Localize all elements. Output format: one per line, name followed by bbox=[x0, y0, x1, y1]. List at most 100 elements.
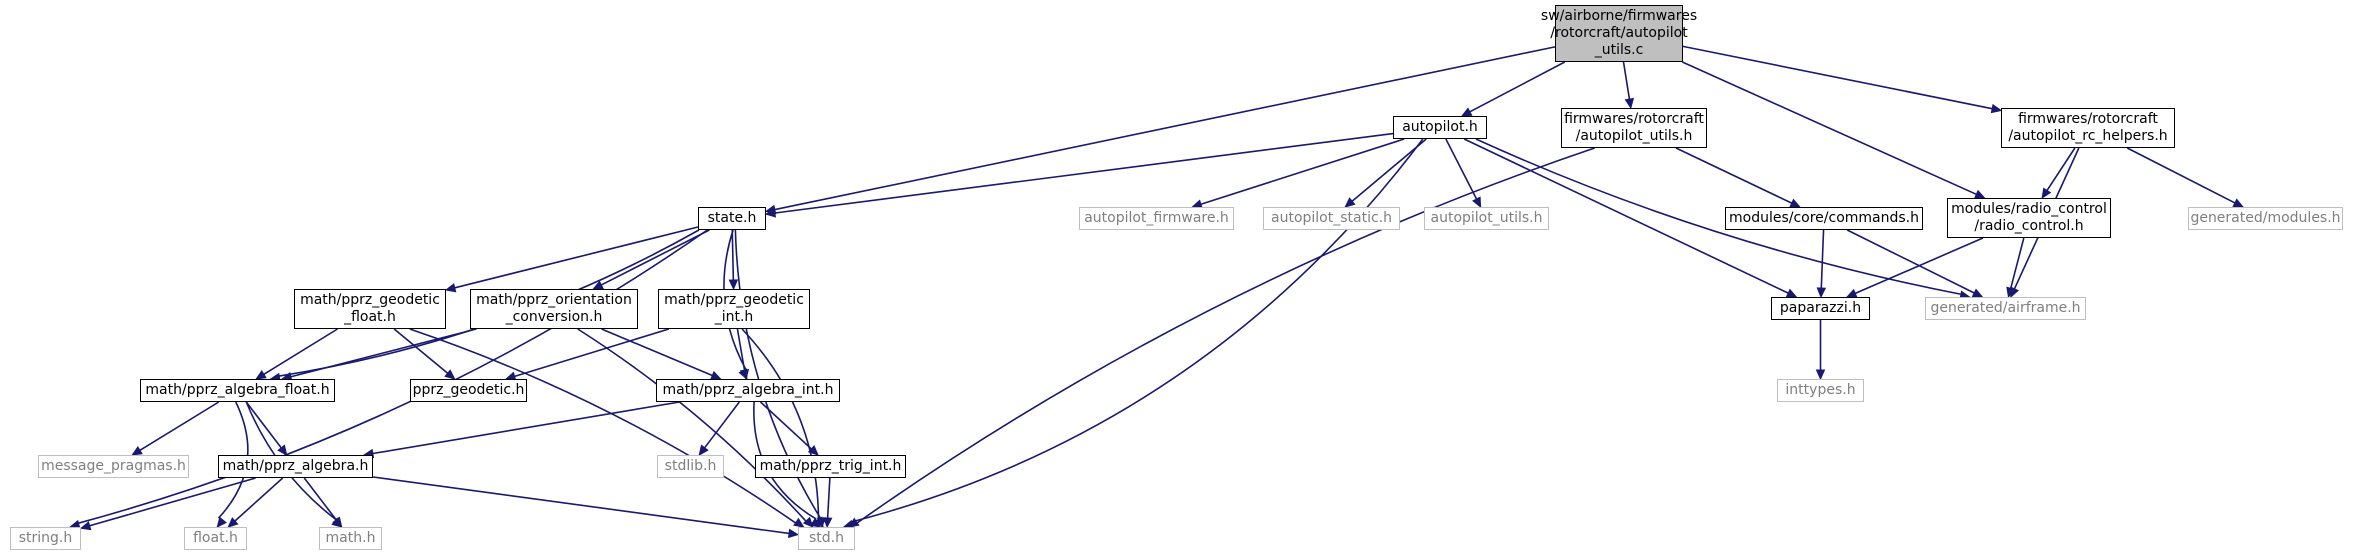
edge-fw_autopilot_rc_helpers_h-to-generated_modules_h bbox=[2126, 147, 2236, 204]
edge-math_pprz_algebra_h-to-std_h bbox=[372, 476, 790, 535]
edge-math_pprz_algebra_h-to-string_h bbox=[89, 477, 256, 527]
arrowhead-math_pprz_algebra_float_h-to-message_pragmas_h bbox=[131, 445, 143, 456]
edge-autopilot_h-to-std_h bbox=[850, 138, 1424, 523]
arrowhead-autopilot_h-to-paparazzi_h bbox=[1785, 288, 1798, 298]
node-math-pprz-algebra-int-h[interactable]: math/pprz_algebra_int.h bbox=[656, 379, 840, 402]
node-modules-radio-control-h[interactable]: modules/radio_control /radio_control.h bbox=[1947, 198, 2111, 238]
arrowhead-modules_core_commands_h-to-paparazzi_h bbox=[1816, 287, 1827, 299]
node-fw-autopilot-rc-helpers-h[interactable]: firmwares/rotorcraft /autopilot_rc_helpe… bbox=[2001, 108, 2175, 148]
node-math-pprz-trig-int-h[interactable]: math/pprz_trig_int.h bbox=[755, 455, 906, 478]
edge-math_pprz_orientation_conversion_h-to-math_pprz_algebra_int_h bbox=[601, 328, 713, 377]
edge-fw_autopilot_rc_helpers_h-to-modules_radio_control_h bbox=[2046, 147, 2076, 191]
arrowhead-modules_core_commands_h-to-generated_airframe_h bbox=[1971, 288, 1984, 298]
edge-root-to-state_h bbox=[774, 46, 1556, 211]
edge-autopilot_h-to-autopilot_firmware_h bbox=[1200, 138, 1405, 206]
node-autopilot-static-h: autopilot_static.h bbox=[1263, 207, 1400, 230]
arrowhead-modules_radio_control_h-to-generated_airframe_h bbox=[2006, 286, 2016, 299]
node-generated-airframe-h: generated/airframe.h bbox=[1925, 297, 2086, 320]
node-std-h: std.h bbox=[798, 527, 855, 550]
edge-autopilot_h-to-state_h bbox=[774, 132, 1394, 214]
node-math-h: math.h bbox=[319, 527, 382, 550]
edge-math_pprz_algebra_int_h-to-math_pprz_algebra_h bbox=[372, 401, 680, 455]
arrowhead-autopilot_h-to-autopilot_utils_h bbox=[1472, 196, 1482, 209]
arrowhead-math_pprz_algebra_h-to-math_h bbox=[332, 516, 343, 528]
arrowhead-math_pprz_algebra_float_h-to-math_pprz_algebra_h bbox=[277, 444, 288, 456]
edge-fw_autopilot_utils_h-to-modules_core_commands_h bbox=[1675, 147, 1793, 204]
arrowhead-math_pprz_geodetic_int_h-to-math_pprz_algebra_int_h bbox=[739, 368, 750, 381]
arrowhead-math_pprz_algebra_int_h-to-std_h bbox=[809, 517, 822, 528]
edge-math_pprz_geodetic_float_h-to-pprz_geodetic_h bbox=[393, 328, 449, 374]
edge-math_pprz_algebra_int_h-to-math_pprz_trig_int_h bbox=[759, 401, 812, 450]
edge-math_pprz_algebra_h-to-float_h bbox=[234, 477, 284, 522]
edge-math_pprz_algebra_h-to-math_h bbox=[303, 477, 337, 521]
edge-math_pprz_algebra_float_h-to-math_pprz_algebra_h bbox=[245, 401, 282, 449]
node-root[interactable]: sw/airborne/firmwares /rotorcraft/autopi… bbox=[1541, 5, 1697, 62]
arrowhead-state_h-to-math_pprz_geodetic_int_h bbox=[728, 279, 739, 291]
node-pprz-geodetic-h[interactable]: pprz_geodetic.h bbox=[410, 379, 527, 402]
edge-fw_autopilot_utils_h-to-std_h bbox=[856, 147, 1595, 524]
arrowhead-root-to-autopilot_h bbox=[1460, 107, 1473, 117]
arrowhead-modules_radio_control_h-to-paparazzi_h bbox=[1845, 288, 1858, 298]
node-math-pprz-algebra-h[interactable]: math/pprz_algebra.h bbox=[218, 455, 373, 478]
edge-autopilot_h-to-paparazzi_h bbox=[1463, 138, 1789, 294]
node-float-h: float.h bbox=[184, 527, 247, 550]
arrowhead-state_h-to-math_pprz_orientation_conversion_h bbox=[592, 280, 604, 290]
edge-modules_core_commands_h-to-paparazzi_h bbox=[1820, 229, 1825, 289]
arrowhead-paparazzi_h-to-inttypes_h bbox=[1815, 369, 1826, 381]
edge-state_h-to-math_pprz_geodetic_float_h bbox=[454, 226, 699, 289]
node-modules-core-commands-h[interactable]: modules/core/commands.h bbox=[1725, 207, 1923, 230]
edge-state_h-to-math_pprz_geodetic_int_h bbox=[731, 229, 735, 281]
arrowhead-math_pprz_algebra_h-to-float_h bbox=[227, 517, 239, 528]
edge-math_pprz_geodetic_int_h-to-std_h bbox=[741, 328, 820, 519]
edge-root-to-modules_radio_control_h bbox=[1682, 61, 1977, 196]
node-generated-modules-h: generated/modules.h bbox=[2188, 207, 2343, 230]
arrowhead-autopilot_h-to-autopilot_static_h bbox=[1344, 197, 1356, 208]
arrowhead-math_pprz_geodetic_int_h-to-std_h bbox=[816, 517, 827, 529]
edge-math_pprz_algebra_float_h-to-message_pragmas_h bbox=[139, 401, 220, 451]
edge-modules_core_commands_h-to-generated_airframe_h bbox=[1846, 229, 1975, 294]
node-math-pprz-algebra-float-h[interactable]: math/pprz_algebra_float.h bbox=[140, 379, 335, 402]
arrowhead-math_pprz_algebra_h-to-std_h bbox=[787, 528, 800, 539]
arrowhead-math_pprz_geodetic_float_h-to-std_h bbox=[793, 517, 805, 528]
arrowhead-fw_autopilot_utils_h-to-std_h bbox=[848, 517, 860, 528]
edge-autopilot_h-to-autopilot_utils_h bbox=[1445, 138, 1478, 200]
node-stdlib-h: stdlib.h bbox=[657, 455, 724, 478]
arrowhead-math_pprz_algebra_h-to-string_h bbox=[79, 521, 92, 531]
arrowhead-fw_autopilot_rc_helpers_h-to-modules_radio_control_h bbox=[2041, 187, 2052, 200]
arrowhead-root-to-modules_radio_control_h bbox=[1973, 189, 1986, 199]
edge-state_h-to-string_h bbox=[78, 229, 708, 524]
arrowhead-state_h-to-math_pprz_geodetic_float_h bbox=[444, 283, 457, 293]
edge-root-to-fw_autopilot_rc_helpers_h bbox=[1682, 45, 1993, 110]
node-autopilot-h[interactable]: autopilot.h bbox=[1393, 116, 1487, 139]
edge-math_pprz_algebra_int_h-to-stdlib_h bbox=[703, 401, 740, 449]
edge-math_pprz_geodetic_float_h-to-std_h bbox=[409, 328, 797, 524]
arrowhead-math_pprz_geodetic_float_h-to-math_pprz_algebra_float_h bbox=[255, 369, 267, 380]
node-message-pragmas-h: message_pragmas.h bbox=[38, 455, 189, 478]
arrowhead-root-to-fw_autopilot_rc_helpers_h bbox=[1990, 103, 2003, 114]
node-autopilot-firmware-h: autopilot_firmware.h bbox=[1079, 207, 1234, 230]
edge-math_pprz_orientation_conversion_h-to-std_h bbox=[577, 328, 807, 522]
arrowhead-autopilot_h-to-state_h bbox=[764, 208, 777, 218]
node-math-pprz-geodetic-float-h[interactable]: math/pprz_geodetic _float.h bbox=[294, 289, 446, 329]
edge-math_pprz_trig_int_h-to-std_h bbox=[826, 477, 831, 519]
edge-math_pprz_orientation_conversion_h-to-math_pprz_algebra_float_h bbox=[290, 328, 477, 378]
edge-root-to-fw_autopilot_utils_h bbox=[1622, 61, 1631, 100]
arrowhead-math_pprz_algebra_int_h-to-stdlib_h bbox=[698, 444, 709, 456]
edge-modules_radio_control_h-to-paparazzi_h bbox=[1854, 237, 1984, 295]
node-string-h: string.h bbox=[10, 527, 81, 550]
edge-root-to-autopilot_h bbox=[1469, 61, 1566, 113]
node-state-h[interactable]: state.h bbox=[698, 207, 766, 230]
node-math-pprz-orientation-conversion-h[interactable]: math/pprz_orientation _conversion.h bbox=[470, 289, 638, 329]
arrowhead-math_pprz_geodetic_float_h-to-pprz_geodetic_h bbox=[444, 369, 456, 380]
arrowhead-root-to-fw_autopilot_utils_h bbox=[1624, 97, 1635, 110]
edge-math_pprz_geodetic_int_h-to-pprz_geodetic_h bbox=[514, 328, 670, 378]
node-paparazzi-h[interactable]: paparazzi.h bbox=[1771, 297, 1870, 320]
node-math-pprz-geodetic-int-h[interactable]: math/pprz_geodetic _int.h bbox=[658, 289, 810, 329]
edge-math_pprz_geodetic_int_h-to-math_pprz_algebra_int_h bbox=[736, 328, 746, 371]
edge-math_pprz_geodetic_float_h-to-math_pprz_algebra_float_h bbox=[263, 328, 338, 375]
arrowhead-fw_autopilot_rc_helpers_h-to-generated_modules_h bbox=[2232, 198, 2245, 208]
node-inttypes-h: inttypes.h bbox=[1777, 379, 1864, 402]
node-fw-autopilot-utils-h[interactable]: firmwares/rotorcraft /autopilot_utils.h bbox=[1561, 108, 1707, 148]
